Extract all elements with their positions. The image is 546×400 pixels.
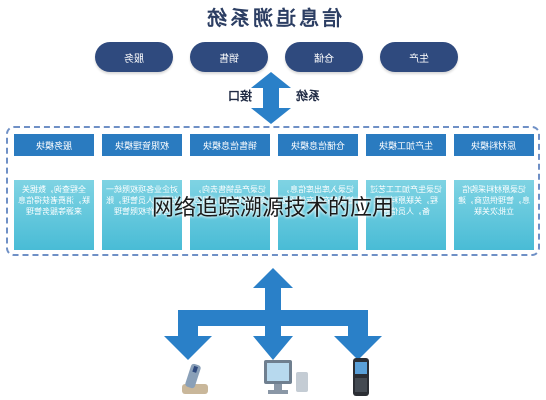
top-box-label: 服务 xyxy=(124,53,144,65)
module-raw-material: 原材料模块 记录原材料采购信息，管理供应商，建立批次关联 xyxy=(454,134,534,250)
module-header: 服务模块 xyxy=(14,134,94,156)
interface-label: 接口 xyxy=(228,89,253,103)
overlay-caption: 网络追踪溯源技术的应用 xyxy=(151,196,394,221)
module-body: 记录原材料采购信息，管理供应商，建立批次关联 xyxy=(454,180,534,250)
module-permission: 权限管理模块 对企业各项权限统一分配，人员管理，账号合作权限管理 xyxy=(102,134,182,250)
module-header: 原材料模块 xyxy=(454,134,534,156)
module-header: 仓储信息模块 xyxy=(278,134,358,156)
module-body: 全程查询，数据关联，消费者获得信息来源等服务管理 xyxy=(14,180,94,250)
top-box-sales: 销售 xyxy=(190,42,268,72)
fork-arrow-icon xyxy=(164,268,382,360)
modules-container xyxy=(6,126,540,256)
top-box-production: 生产 xyxy=(380,42,458,72)
module-body: 记录产品销售去向，跟踪销售流向，召回产品 xyxy=(190,180,270,250)
top-box-service: 服务 xyxy=(95,42,173,72)
mobile-phone-icon xyxy=(353,358,369,396)
desktop-computer-icon xyxy=(264,360,308,394)
module-header: 销售信息模块 xyxy=(190,134,270,156)
top-box-label: 仓储 xyxy=(314,53,334,65)
module-body: 对企业各项权限统一分配，人员管理，账号合作权限管理 xyxy=(102,180,182,250)
system-label: 系统 xyxy=(296,89,321,103)
module-production: 生产加工模块 记录生产加工工艺过程，关联原料，设备，人员信息 xyxy=(366,134,446,250)
diagram-title: 信息追溯系统 xyxy=(204,6,342,30)
scanner-device-icon xyxy=(182,363,208,394)
bidirectional-arrow-icon xyxy=(251,72,291,124)
top-box-row: 服务 销售 仓储 生产 xyxy=(95,42,459,72)
top-box-label: 销售 xyxy=(219,53,239,65)
module-service: 服务模块 全程查询，数据关联，消费者获得信息来源等服务管理 xyxy=(14,134,94,250)
module-body: 记录入库出库信息，管理库存，存储环境 xyxy=(278,180,358,250)
module-header: 生产加工模块 xyxy=(366,134,446,156)
module-sales: 销售信息模块 记录产品销售去向，跟踪销售流向，召回产品 xyxy=(190,134,270,250)
module-body: 记录生产加工工艺过程，关联原料，设备，人员信息 xyxy=(366,180,446,250)
top-box-storage: 仓储 xyxy=(285,42,363,72)
module-storage: 仓储信息模块 记录入库出库信息，管理库存，存储环境 xyxy=(278,134,358,250)
module-header: 权限管理模块 xyxy=(102,134,182,156)
top-box-label: 生产 xyxy=(409,53,429,65)
